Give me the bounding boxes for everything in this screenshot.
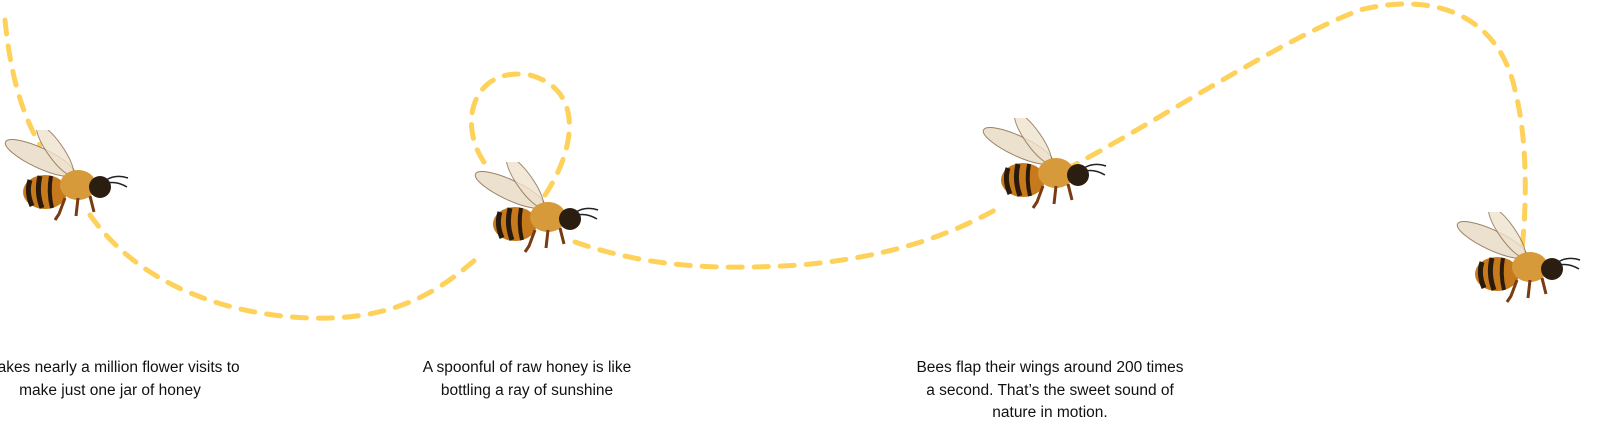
fact-text: It takes nearly a million flower visits … <box>0 359 240 399</box>
bee-icon <box>0 130 140 230</box>
fact-text: A spoonful of raw honey is like bottling… <box>422 359 632 399</box>
bee-icon <box>470 162 610 262</box>
bee-icon <box>1452 212 1592 312</box>
bee-icon <box>978 118 1118 218</box>
fact-text: Bees flap their wings around 200 times a… <box>916 359 1184 421</box>
